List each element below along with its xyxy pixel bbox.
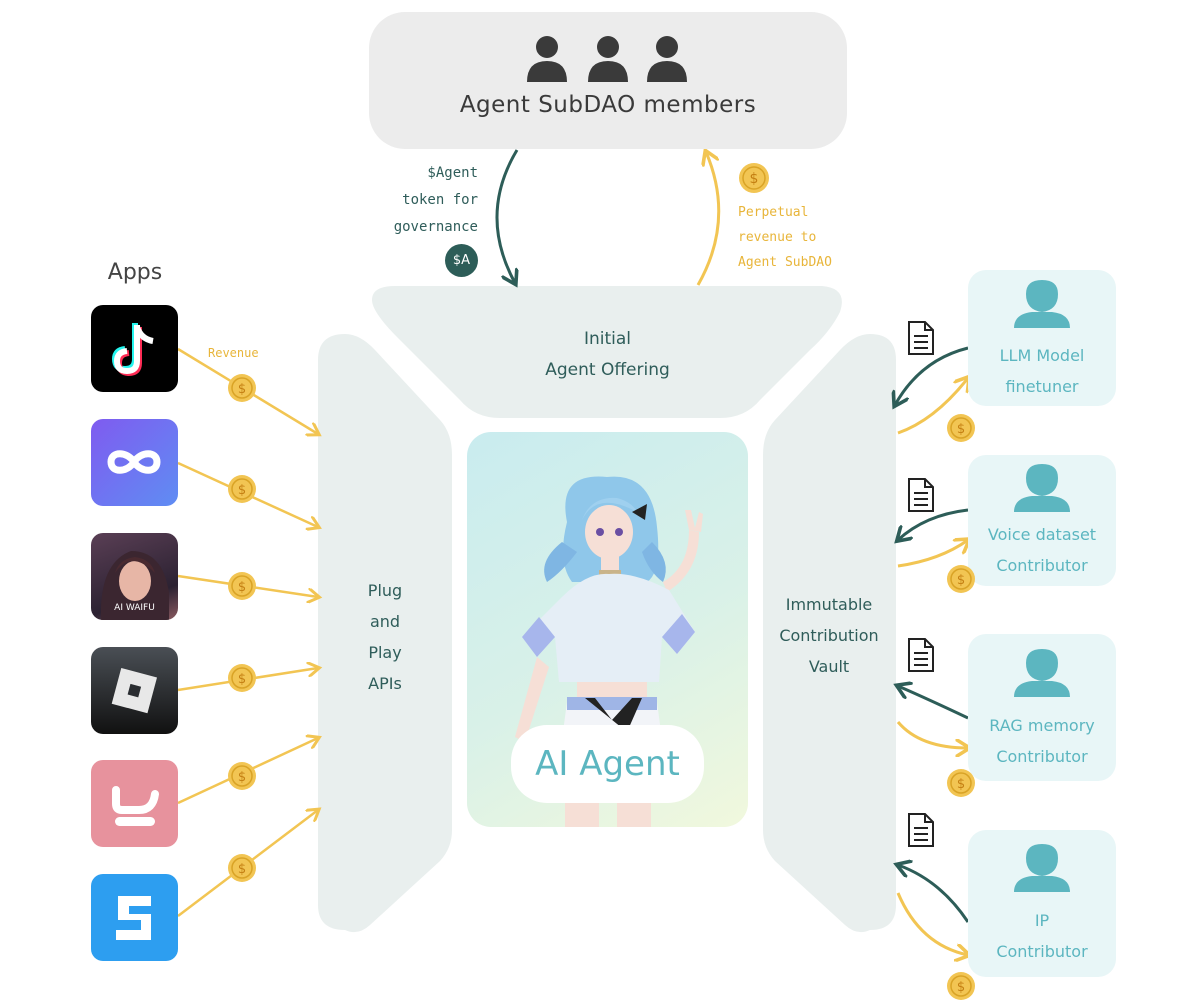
offering-line: Agent Offering bbox=[545, 360, 670, 380]
person-icon bbox=[588, 36, 628, 82]
sandbox-icon bbox=[91, 874, 178, 961]
contributor-line: Contributor bbox=[996, 556, 1088, 575]
document-icon bbox=[908, 813, 934, 847]
svg-text:$: $ bbox=[238, 770, 246, 785]
dollar-coin-icon: $ bbox=[228, 762, 256, 790]
dollar-coin-icon: $ bbox=[947, 414, 975, 442]
dollar-coin-icon: $ bbox=[228, 664, 256, 692]
dollar-coin-icon: $ bbox=[947, 565, 975, 593]
dollar-coin-icon: $ bbox=[947, 769, 975, 797]
document-icon bbox=[908, 638, 934, 672]
person-icon bbox=[1014, 844, 1070, 892]
app-coins: $ $ $ $ $ $ bbox=[228, 374, 256, 882]
revenue-label: Revenue bbox=[208, 346, 259, 360]
governance-line: $Agent bbox=[427, 165, 478, 181]
dollar-coin-icon: $ bbox=[739, 163, 769, 193]
governance-label: $Agent token for governance bbox=[360, 160, 478, 241]
ai-agent-label: AI Agent bbox=[535, 744, 680, 784]
contributor-line: Contributor bbox=[996, 942, 1088, 961]
ai-waifu-icon: AI WAIFU bbox=[91, 533, 178, 620]
person-icon bbox=[647, 36, 687, 82]
svg-text:$: $ bbox=[238, 580, 246, 595]
contributor-line: LLM Model bbox=[999, 346, 1085, 365]
apps-title: Apps bbox=[107, 260, 163, 285]
contributor-voice-label: Voice dataset Contributor bbox=[968, 519, 1116, 581]
roblox-icon bbox=[91, 647, 178, 734]
dollar-coin-icon: $ bbox=[228, 854, 256, 882]
revenue-arrow bbox=[696, 152, 721, 286]
pink-app-icon bbox=[91, 760, 178, 847]
contributor-line: IP bbox=[1034, 911, 1050, 930]
plug-and-play-panel bbox=[318, 334, 452, 933]
document-icon bbox=[908, 321, 934, 355]
svg-text:$: $ bbox=[957, 777, 965, 792]
contributor-arrows bbox=[895, 346, 968, 955]
vault-line: Vault bbox=[808, 657, 850, 676]
members-icons bbox=[527, 36, 687, 82]
infinity-app-icon bbox=[91, 419, 178, 506]
svg-text:$: $ bbox=[238, 862, 246, 877]
contributor-line: Contributor bbox=[996, 747, 1088, 766]
person-icon bbox=[1014, 280, 1070, 328]
contributor-icons: $ $ $ $ bbox=[908, 280, 1070, 1000]
svg-text:$: $ bbox=[238, 382, 246, 397]
contributor-line: RAG memory bbox=[989, 716, 1095, 735]
svg-text:$: $ bbox=[238, 483, 246, 498]
subdao-title: Agent SubDAO members bbox=[459, 92, 757, 118]
person-icon bbox=[1014, 464, 1070, 512]
vault-label: Immutable Contribution Vault bbox=[764, 589, 894, 682]
plug-line: and bbox=[369, 612, 401, 631]
perpetual-revenue-line: Agent SubDAO bbox=[738, 255, 832, 270]
dollar-coin-icon: $ bbox=[947, 972, 975, 1000]
initial-offering-label: Initial Agent Offering bbox=[470, 324, 745, 386]
initial-offering-panel bbox=[372, 286, 842, 418]
perpetual-revenue-label: Perpetual revenue to Agent SubDAO bbox=[738, 200, 868, 275]
agent-token-badge: $A bbox=[445, 244, 478, 277]
contributor-rag-label: RAG memory Contributor bbox=[968, 710, 1116, 772]
person-icon bbox=[527, 36, 567, 82]
plug-line: Play bbox=[368, 643, 402, 662]
ai-agent-label-box bbox=[511, 725, 704, 803]
contributor-llm-label: LLM Model finetuner bbox=[968, 340, 1116, 402]
dollar-coin-icon: $ bbox=[228, 572, 256, 600]
governance-line: governance bbox=[393, 219, 478, 235]
document-icon bbox=[908, 478, 934, 512]
svg-text:$: $ bbox=[238, 672, 246, 687]
svg-text:$: $ bbox=[957, 422, 965, 437]
plug-line: Plug bbox=[367, 581, 403, 600]
dollar-coin-icon: $ bbox=[228, 475, 256, 503]
svg-text:$: $ bbox=[957, 573, 965, 588]
vault-panel bbox=[763, 334, 896, 933]
plug-line: APIs bbox=[368, 674, 402, 693]
governance-line: token for bbox=[402, 192, 478, 208]
dollar-coin-icon: $ bbox=[228, 374, 256, 402]
ai-waifu-label: AI WAIFU bbox=[114, 603, 155, 613]
vault-line: Contribution bbox=[779, 626, 879, 645]
contributor-line: Voice dataset bbox=[987, 525, 1097, 544]
contributor-line: finetuner bbox=[1005, 377, 1079, 396]
perpetual-revenue-line: Perpetual bbox=[738, 205, 809, 220]
vault-line: Immutable bbox=[785, 595, 873, 614]
governance-arrow bbox=[495, 149, 517, 283]
perpetual-revenue-line: revenue to bbox=[738, 230, 817, 245]
person-icon bbox=[1014, 649, 1070, 697]
svg-text:$: $ bbox=[957, 980, 965, 995]
tiktok-icon bbox=[91, 305, 178, 392]
plug-and-play-label: Plug and Play APIs bbox=[330, 575, 440, 699]
svg-text:$: $ bbox=[750, 171, 759, 187]
contributor-ip-label: IP Contributor bbox=[968, 905, 1116, 967]
offering-line: Initial bbox=[583, 329, 632, 349]
